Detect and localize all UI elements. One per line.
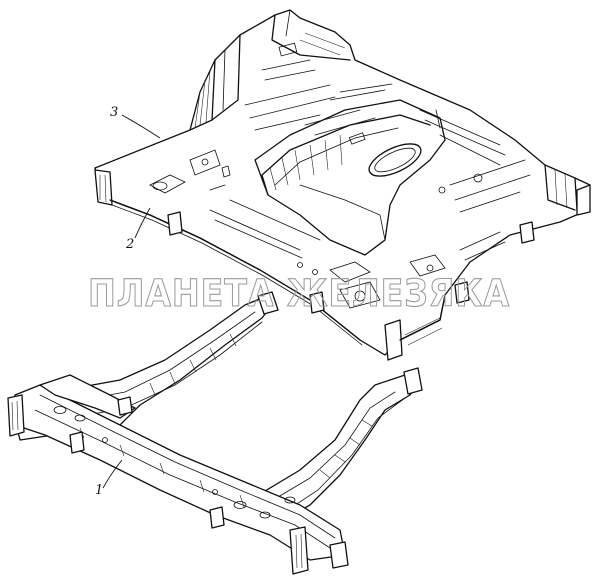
central-tunnel (254, 99, 446, 256)
callout-leaders (102, 114, 161, 489)
callout-label-2: 2 (125, 237, 134, 252)
leader-3 (121, 114, 161, 139)
leader-1 (102, 459, 123, 489)
frame-assembly (7, 291, 423, 575)
watermark-text: ПЛАНЕТА ЖЕЛЕЗЯКА (88, 272, 510, 315)
floor-panel-assembly (94, 9, 591, 361)
leader-2 (134, 207, 151, 239)
callout-label-3: 3 (110, 105, 118, 120)
callout-label-1: 1 (95, 483, 103, 498)
